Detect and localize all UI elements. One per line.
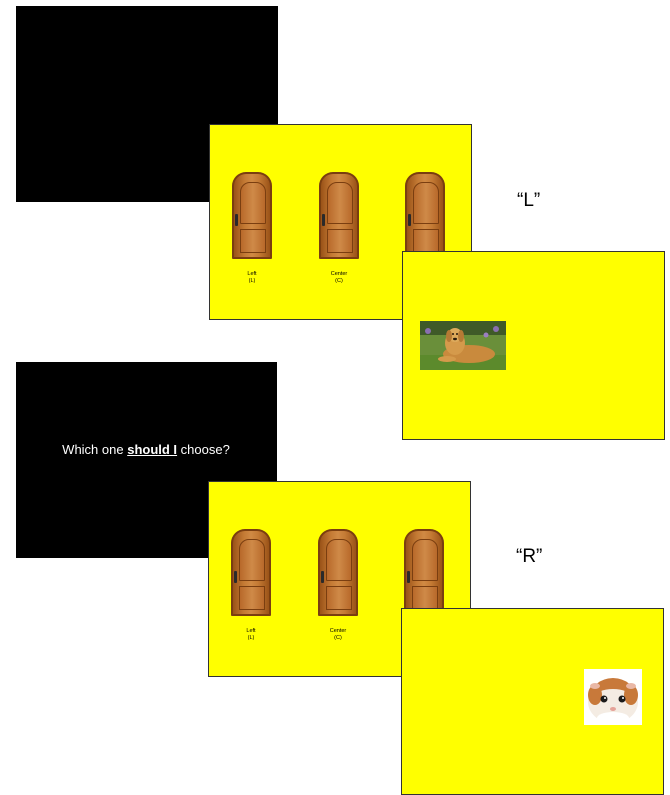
outcome-screen-2 — [401, 608, 664, 795]
center-door-label: Center(C) — [308, 628, 368, 641]
left-door — [232, 172, 272, 259]
question-text: Which one should I choose? — [16, 442, 276, 457]
dog-photo — [420, 321, 506, 370]
response-label-1: “L” — [517, 190, 540, 212]
center-door — [318, 529, 358, 616]
right-door — [404, 529, 444, 616]
right-door — [405, 172, 445, 259]
left-door-label: Left(L) — [222, 271, 282, 284]
outcome-screen-1 — [402, 251, 665, 440]
left-door-label: Left(L) — [221, 628, 281, 641]
guinea-pig-photo — [584, 669, 642, 725]
response-label-2: “R” — [516, 546, 542, 568]
left-door — [231, 529, 271, 616]
center-door-label: Center(C) — [309, 271, 369, 284]
center-door — [319, 172, 359, 259]
